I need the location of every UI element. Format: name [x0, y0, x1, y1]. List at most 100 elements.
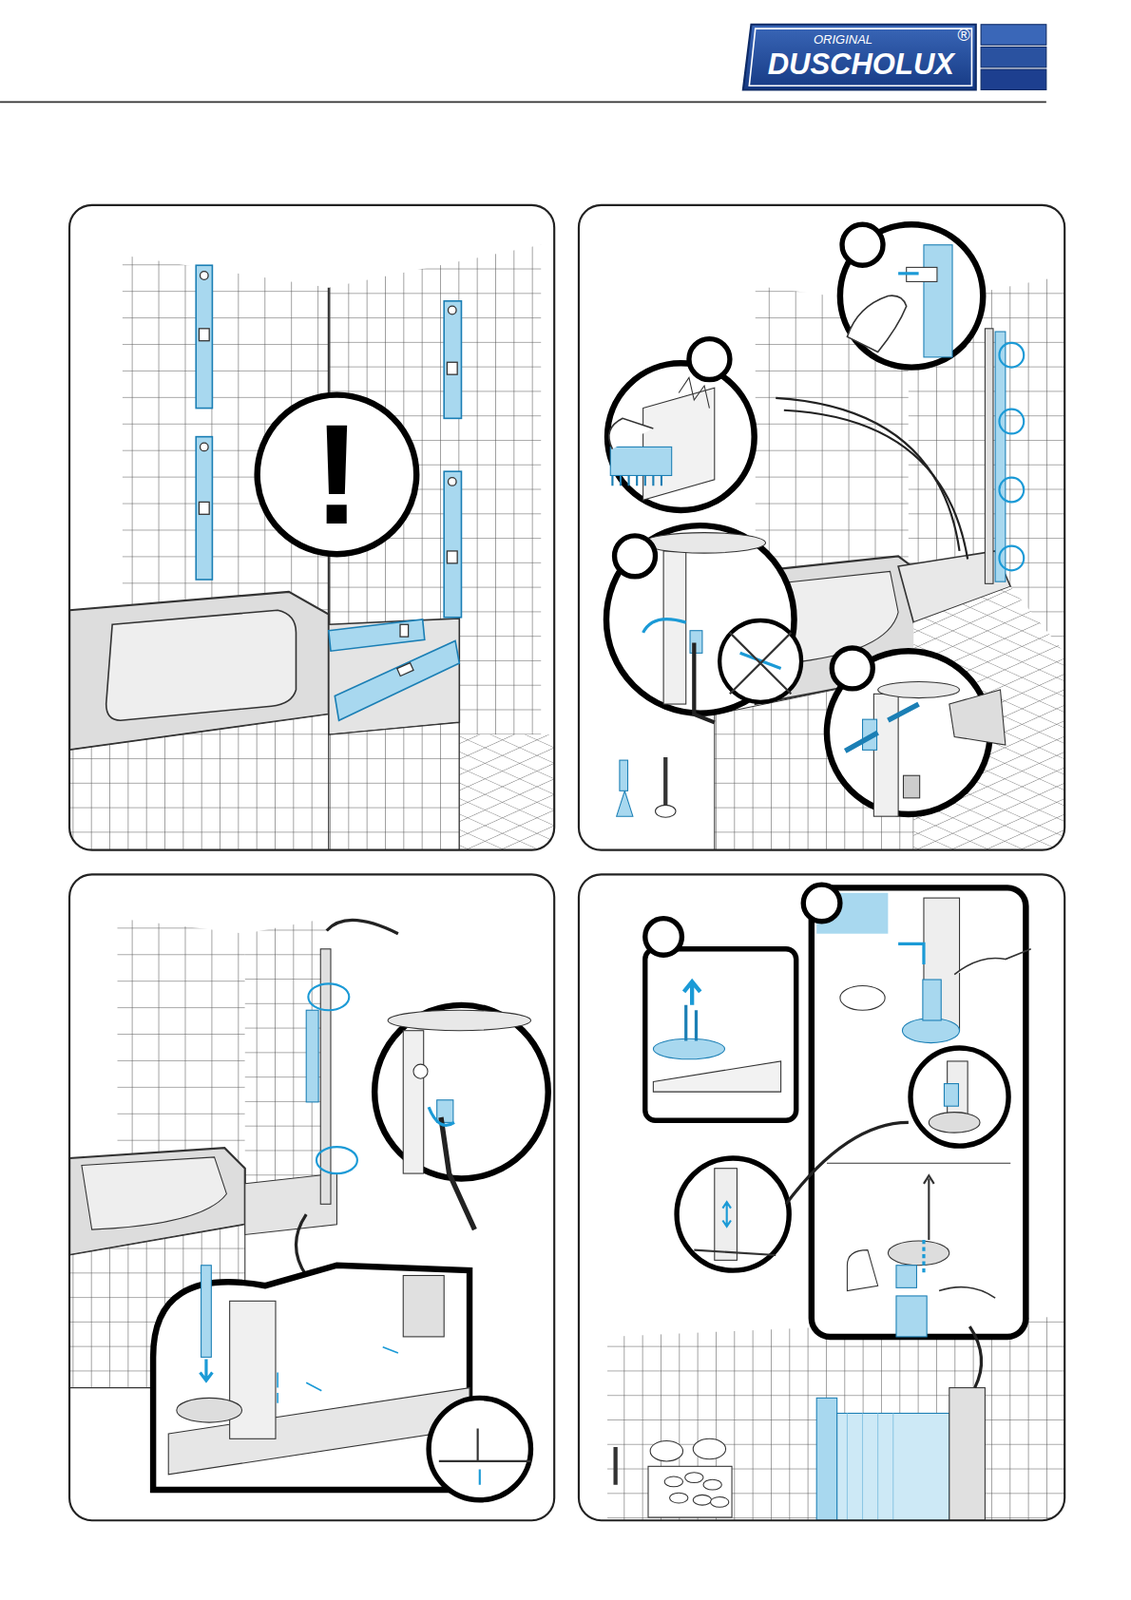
illustration-part [844, 704, 919, 751]
illustration-part [643, 619, 687, 633]
illustration-part [648, 1466, 732, 1518]
illustration-part [198, 328, 210, 342]
illustration-part [328, 722, 460, 850]
illustration-part [670, 1493, 689, 1504]
illustration-part [722, 1202, 731, 1227]
illustration-part [652, 1061, 781, 1093]
illustration-part [980, 24, 1047, 45]
illustration-part [998, 343, 1024, 368]
illustration-part [939, 1287, 996, 1299]
illustration-part [949, 690, 1006, 746]
illustration-part [998, 409, 1024, 435]
illustration-part [413, 1064, 428, 1079]
illustration-part [619, 760, 629, 791]
illustration-part [614, 536, 656, 577]
illustration-part [873, 693, 899, 817]
panel-4 [607, 884, 1065, 1521]
illustration-part [307, 983, 358, 1174]
illustration-part [910, 1048, 1009, 1147]
illustration-part [887, 1241, 949, 1266]
illustration-part [326, 920, 399, 934]
illustration-part [998, 343, 1024, 571]
illustration-part [612, 475, 662, 486]
illustration-part [69, 714, 329, 851]
illustration-part [439, 1429, 532, 1462]
illustration-part [775, 398, 968, 560]
illustration-part [655, 757, 676, 818]
illustration-part [201, 1265, 212, 1359]
illustration-part [923, 1175, 935, 1241]
illustration-part [980, 69, 1047, 90]
illustration-part [198, 271, 458, 677]
illustration-part [645, 919, 683, 957]
illustration-part [984, 328, 994, 584]
illustration-part [607, 1316, 1065, 1521]
illustration-part [383, 1347, 399, 1354]
illustration-part [837, 1413, 950, 1521]
illustration-part [928, 1112, 980, 1133]
panel-1 [69, 205, 555, 851]
illustration-part [328, 619, 425, 652]
illustration-part [954, 949, 1032, 976]
illustration-part [609, 418, 654, 449]
illustration-part [846, 1413, 893, 1521]
illustration-part [402, 1275, 444, 1337]
illustration-part [743, 24, 977, 91]
illustration-part [811, 887, 1027, 1338]
illustration-part [306, 1382, 322, 1392]
illustration-part [645, 949, 797, 1121]
illustration-part [446, 551, 458, 564]
illustration-part [307, 983, 349, 1011]
illustration-part [803, 884, 841, 922]
illustration-part [306, 1010, 319, 1103]
illustration-part [153, 1265, 470, 1491]
illustration-part [400, 624, 409, 637]
illustration-part [689, 339, 730, 381]
illustration-part [846, 1250, 878, 1292]
illustration-part [842, 224, 883, 266]
illustration-part [740, 652, 782, 669]
illustration-part [901, 1018, 959, 1044]
illustration-part [195, 265, 461, 721]
illustration-part [922, 979, 941, 1021]
panel-frame [578, 205, 1065, 851]
illustration-part [729, 632, 791, 694]
illustration-part [685, 1473, 704, 1484]
registered-mark: ® [957, 26, 970, 44]
illustration-part [840, 985, 885, 1011]
illustration-part [328, 618, 460, 735]
illustration-part [655, 805, 676, 818]
illustration-part [446, 362, 458, 375]
illustration-part [615, 1438, 732, 1518]
illustration-part [316, 1147, 358, 1174]
illustration-part [0, 101, 1047, 104]
illustration-part [257, 395, 418, 556]
illustration-part [826, 1163, 1011, 1165]
illustration-part [643, 533, 767, 554]
illustration-part [664, 1476, 683, 1488]
illustration-part [663, 551, 687, 705]
logo-brand: DUSCHOLUX [767, 49, 955, 79]
logo-tagline: ORIGINAL [813, 33, 873, 46]
illustration-part [995, 331, 1006, 582]
illustration-part [613, 1447, 617, 1486]
illustration-part [276, 1373, 279, 1404]
illustration-part [200, 442, 210, 452]
illustration-part [200, 271, 210, 281]
illustration-part [374, 1005, 549, 1180]
panel-frame [69, 874, 555, 1521]
illustration-part [980, 46, 1047, 67]
illustration-part [447, 306, 457, 315]
illustration-part [943, 1084, 959, 1108]
illustration-part [898, 271, 919, 275]
illustration-part [692, 1438, 726, 1459]
illustration-part [616, 790, 633, 817]
illustration-part [846, 295, 906, 352]
illustration-part [277, 1347, 399, 1404]
illustration-part [949, 1388, 986, 1522]
illustration-part [428, 1398, 531, 1500]
illustration-part [921, 1240, 925, 1277]
illustration-part [719, 620, 802, 703]
illustration-part [703, 1479, 722, 1491]
